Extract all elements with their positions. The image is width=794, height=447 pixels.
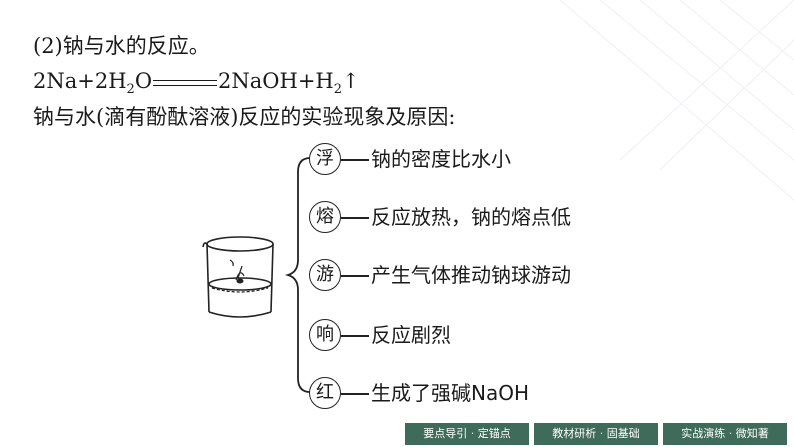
phenomenon-text-sound: 反应剧烈 xyxy=(371,323,451,347)
phenomenon-text-float: 钠的密度比水小 xyxy=(371,147,511,171)
bracket xyxy=(284,157,311,393)
phenomenon-char-swim: 游 xyxy=(309,259,341,291)
equals-sign xyxy=(153,77,218,89)
equation-right-prefix: 2NaOH+H xyxy=(218,69,334,93)
phenomenon-char-sound: 响 xyxy=(309,319,341,351)
equation-left-prefix: 2Na+2H xyxy=(33,69,127,93)
connector-line xyxy=(341,335,369,337)
section-heading: (2)钠与水的反应。 xyxy=(33,34,210,58)
footer-tab-practice[interactable]: 实战演练 · 微知著 xyxy=(663,423,787,445)
footer-tab-key-points[interactable]: 要点导引 · 定锚点 xyxy=(405,423,529,445)
footer-tab-textbook[interactable]: 教材研析 · 固基础 xyxy=(534,423,658,445)
intro-text: 钠与水(滴有酚酞溶液)反应的实验现象及原因: xyxy=(33,105,456,129)
connector-line xyxy=(341,159,369,161)
gas-arrow-icon: ↑ xyxy=(342,69,360,93)
equation-right-sub: 2 xyxy=(333,82,343,98)
phenomenon-char-red: 红 xyxy=(309,377,341,409)
phenomenon-text-swim: 产生气体推动钠球游动 xyxy=(371,263,571,287)
phenomenon-char-float: 浮 xyxy=(309,143,341,175)
phenomenon-char-melt: 熔 xyxy=(309,201,341,233)
phenomenon-text-red: 生成了强碱NaOH xyxy=(371,381,529,405)
beaker-illustration xyxy=(202,236,274,318)
phenomenon-text-melt: 反应放热，钠的熔点低 xyxy=(371,205,571,229)
connector-line xyxy=(341,393,369,395)
equation-left-suffix: O xyxy=(134,69,153,93)
equation-left-sub: 2 xyxy=(126,82,135,98)
connector-line xyxy=(341,275,369,277)
connector-line xyxy=(341,217,369,219)
